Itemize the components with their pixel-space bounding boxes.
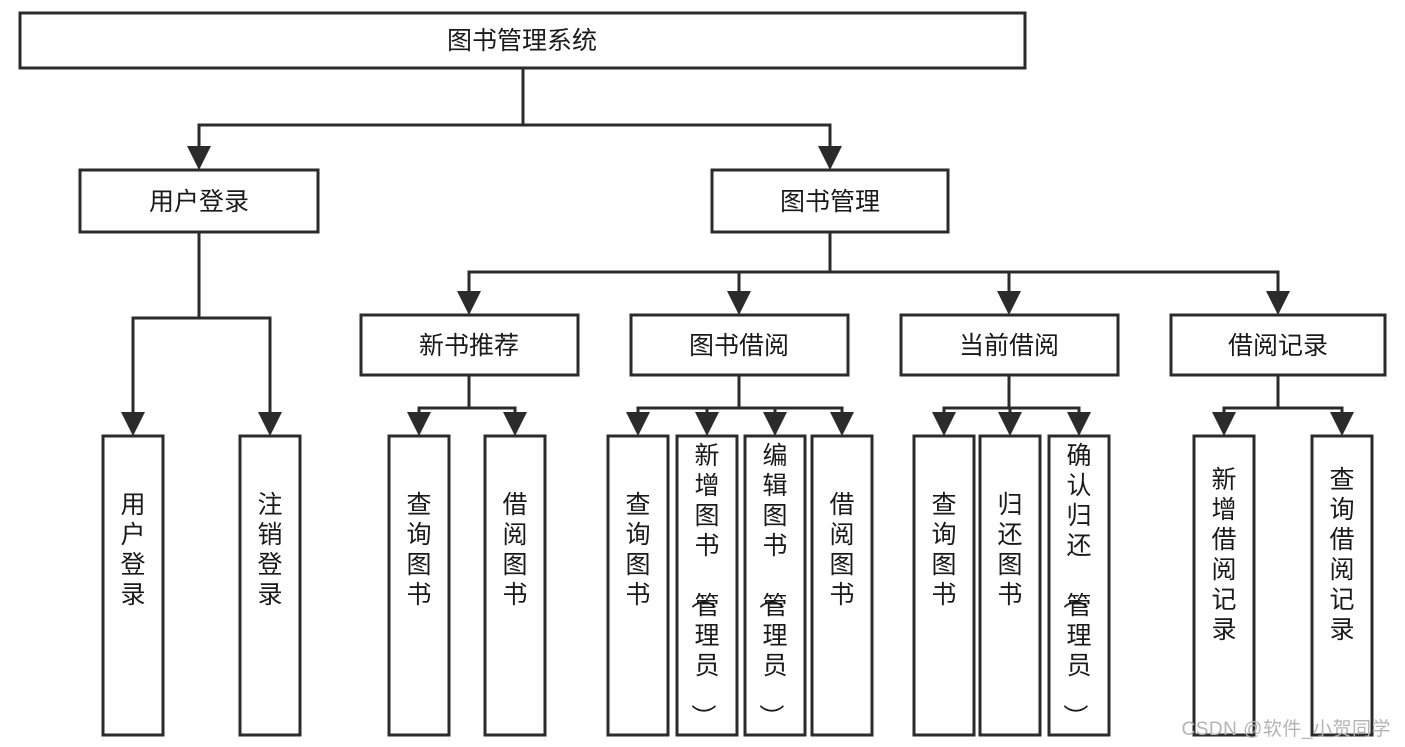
- node-leaf-user-login-box[interactable]: [101, 434, 165, 737]
- node-leaf-query-borrow-record-box[interactable]: [1310, 434, 1374, 737]
- node-leaf-return-book-box[interactable]: [978, 434, 1042, 737]
- node-leaf-borrow-book-2-label: 借阅图书: [829, 491, 854, 609]
- node-leaf-add-borrow-record-label: 新增借阅记录: [1211, 466, 1236, 644]
- node-leaf-user-login[interactable]: 用户登录: [101, 434, 165, 737]
- node-leaf-query-book-2-box[interactable]: [606, 434, 670, 737]
- node-leaf-query-book-1-box[interactable]: [387, 434, 451, 737]
- node-leaf-query-book-1-label: 查询图书: [406, 491, 431, 609]
- node-leaf-borrow-book-2-box[interactable]: [810, 434, 874, 737]
- node-borrow-record-box[interactable]: [1169, 313, 1387, 377]
- node-user-login[interactable]: 用户登录: [78, 168, 320, 234]
- node-leaf-borrow-book-1[interactable]: 借阅图书: [483, 434, 547, 737]
- node-leaf-query-book-3-label: 查询图书: [931, 491, 956, 609]
- node-leaf-confirm-return[interactable]: 确认归还（管理员）: [1047, 434, 1111, 737]
- node-leaf-add-book-box[interactable]: [675, 434, 739, 737]
- node-new-book-recommend-label: 新书推荐: [419, 332, 519, 360]
- node-leaf-borrow-book-1-box[interactable]: [483, 434, 547, 737]
- node-leaf-query-book-3[interactable]: 查询图书: [912, 434, 976, 737]
- node-leaf-query-book-2-label: 查询图书: [625, 491, 650, 609]
- node-leaf-query-book-3-box[interactable]: [912, 434, 976, 737]
- node-leaf-return-book[interactable]: 归还图书: [978, 434, 1042, 737]
- node-leaf-edit-book[interactable]: 编辑图书（管理员）: [743, 434, 807, 737]
- node-book-borrow[interactable]: 图书借阅: [629, 313, 850, 377]
- node-user-login-label: 用户登录: [149, 188, 249, 216]
- node-root[interactable]: 图书管理系统: [18, 11, 1027, 70]
- connector-layer: [121, 66, 1354, 436]
- node-leaf-borrow-book-1-label: 借阅图书: [502, 491, 527, 609]
- node-borrow-record-label: 借阅记录: [1228, 332, 1328, 360]
- node-book-borrow-label: 图书借阅: [689, 332, 789, 360]
- node-leaf-query-borrow-record-label: 查询借阅记录: [1329, 466, 1354, 644]
- node-leaf-add-book[interactable]: 新增图书（管理员）: [675, 434, 739, 737]
- node-leaf-add-borrow-record[interactable]: 新增借阅记录: [1192, 434, 1256, 737]
- node-leaf-user-login-label: 用户登录: [120, 491, 145, 609]
- node-current-borrow[interactable]: 当前借阅: [899, 313, 1120, 377]
- node-book-borrow-box[interactable]: [629, 313, 850, 377]
- node-book-management[interactable]: 图书管理: [710, 168, 950, 234]
- node-user-login-box[interactable]: [78, 168, 320, 234]
- node-leaf-query-book-1[interactable]: 查询图书: [387, 434, 451, 737]
- node-book-management-label: 图书管理: [780, 188, 880, 216]
- node-new-book-recommend-box[interactable]: [359, 313, 580, 377]
- node-borrow-record[interactable]: 借阅记录: [1169, 313, 1387, 377]
- node-leaf-query-book-2[interactable]: 查询图书: [606, 434, 670, 737]
- node-leaf-borrow-book-2[interactable]: 借阅图书: [810, 434, 874, 737]
- node-book-management-box[interactable]: [710, 168, 950, 234]
- node-leaf-logout-login-box[interactable]: [238, 434, 302, 737]
- node-leaf-logout-login-label: 注销登录: [257, 491, 282, 609]
- node-leaf-edit-book-label: 编辑图书（管理员）: [756, 442, 787, 729]
- node-current-borrow-box[interactable]: [899, 313, 1120, 377]
- node-leaf-return-book-label: 归还图书: [997, 491, 1022, 609]
- node-leaf-edit-book-box[interactable]: [743, 434, 807, 737]
- node-root-label: 图书管理系统: [447, 27, 597, 55]
- node-leaf-confirm-return-box[interactable]: [1047, 434, 1111, 737]
- node-leaf-confirm-return-label: 确认归还（管理员）: [1060, 442, 1091, 729]
- node-leaf-logout-login[interactable]: 注销登录: [238, 434, 302, 737]
- node-new-book-recommend[interactable]: 新书推荐: [359, 313, 580, 377]
- node-leaf-add-borrow-record-box[interactable]: [1192, 434, 1256, 737]
- node-root-box[interactable]: [18, 11, 1027, 70]
- node-current-borrow-label: 当前借阅: [959, 332, 1059, 360]
- node-leaf-query-borrow-record[interactable]: 查询借阅记录: [1310, 434, 1374, 737]
- node-leaf-add-book-label: 新增图书（管理员）: [688, 442, 719, 729]
